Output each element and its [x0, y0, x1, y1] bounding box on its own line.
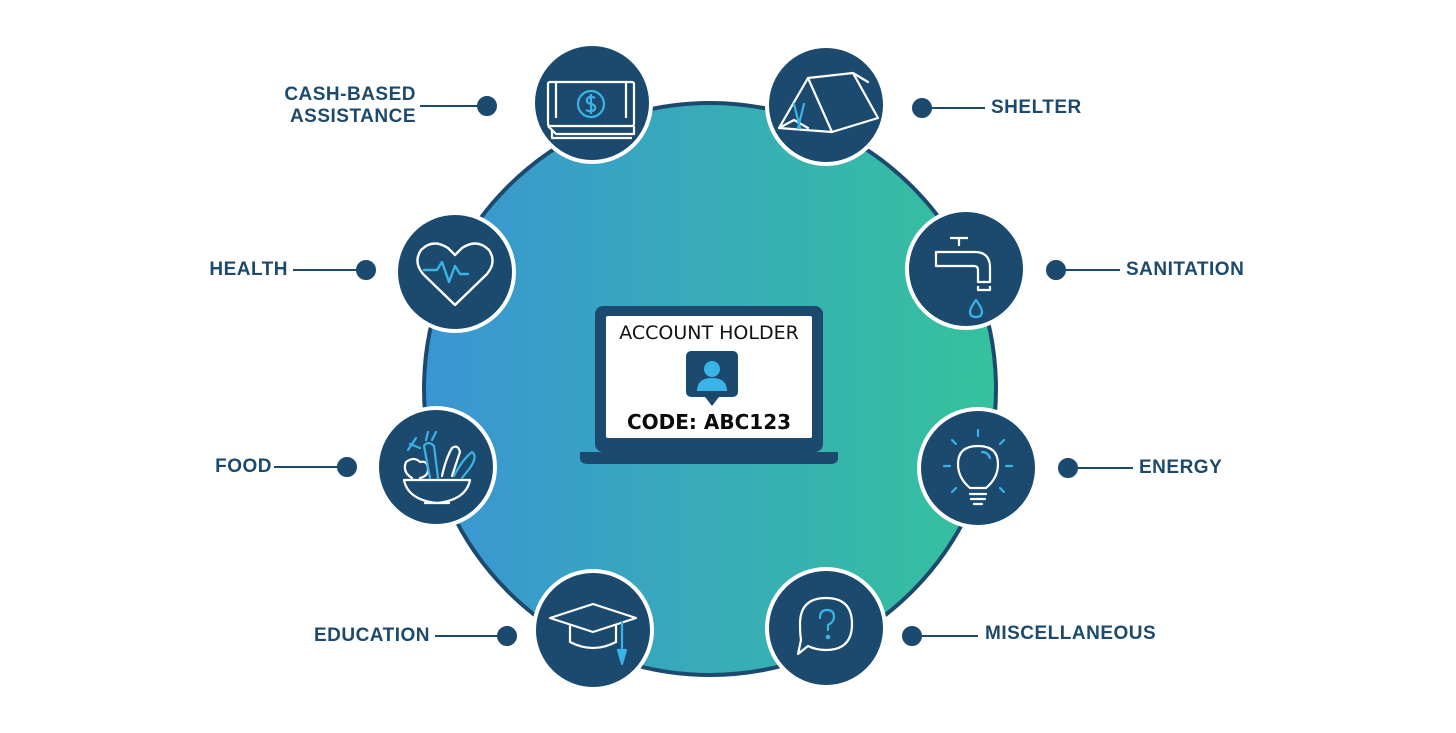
connector-dot-energy: [1058, 458, 1078, 478]
label-line: SHELTER: [991, 97, 1082, 118]
graduation-cap-icon: [548, 602, 638, 666]
label-food: FOOD: [180, 456, 272, 478]
label-energy: ENERGY: [1139, 457, 1259, 479]
label-health: HEALTH: [180, 259, 288, 281]
lightbulb-icon: [942, 428, 1014, 506]
label-line: SANITATION: [1126, 259, 1245, 280]
label-line: EDUCATION: [313, 625, 430, 646]
label-miscellaneous: MISCELLANEOUS: [985, 623, 1185, 645]
label-line: MISCELLANEOUS: [985, 623, 1157, 644]
connector-dot-sanitation: [1046, 260, 1066, 280]
category-circle-food: [375, 406, 497, 528]
category-circle-misc: [765, 567, 887, 689]
user-profile-icon: [686, 351, 738, 406]
connector-dot-education: [497, 626, 517, 646]
connector-dot-misc: [902, 626, 922, 646]
label-line: FOOD: [215, 456, 272, 477]
vegetable-bowl-icon: [402, 430, 476, 505]
account-code: CODE: ABC123: [626, 410, 792, 434]
banknote-icon: [546, 80, 636, 140]
connector-dot-food: [337, 457, 357, 477]
label-line: HEALTH: [209, 259, 288, 280]
connector-dot-shelter: [912, 98, 932, 118]
label-cash-based-assistance: CASH-BASED ASSISTANCE: [280, 84, 416, 128]
category-circle-cash: [531, 42, 653, 164]
laptop-icon: [580, 306, 838, 464]
connector-dot-health: [356, 260, 376, 280]
label-sanitation: SANITATION: [1126, 259, 1286, 281]
category-circle-shelter: [765, 44, 887, 166]
label-education: EDUCATION: [270, 625, 430, 647]
category-circle-education: [532, 569, 654, 691]
category-circle-energy: [917, 407, 1039, 529]
label-line: CASH-BASED: [284, 84, 416, 105]
heart-pulse-icon: [416, 242, 494, 307]
label-line: ASSISTANCE: [289, 106, 416, 127]
connector-dot-cash: [477, 96, 497, 116]
category-circle-sanitation: [905, 208, 1027, 330]
tent-icon: [777, 71, 880, 134]
label-shelter: SHELTER: [991, 97, 1131, 119]
category-circle-health: [394, 211, 516, 333]
label-line: ENERGY: [1139, 457, 1223, 478]
question-bubble-icon: [796, 596, 854, 656]
account-holder-title: ACCOUNT HOLDER: [619, 322, 799, 344]
water-tap-icon: [934, 236, 992, 319]
